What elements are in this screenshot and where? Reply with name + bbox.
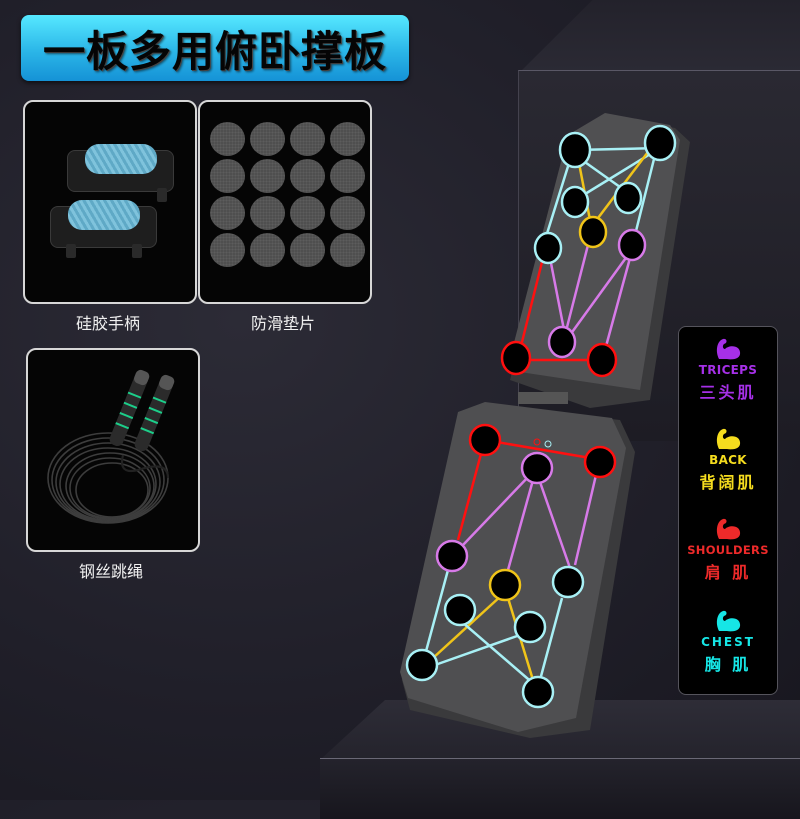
background-step-bevel — [520, 0, 800, 72]
accessory-card-pads — [198, 100, 372, 304]
accessory-card-jump-rope — [26, 348, 200, 552]
accessory-label-pads: 防滑垫片 — [250, 314, 315, 333]
accessory-label-jump-rope: 钢丝跳绳 — [78, 562, 143, 581]
flexed-arm-icon — [716, 610, 741, 632]
legend-item-triceps: TRICEPS 三头肌 — [679, 337, 777, 403]
legend-item-chest: CHEST 胸 肌 — [679, 609, 777, 675]
muscle-legend: TRICEPS 三头肌 BACK 背阔肌 SHOULDERS 肩 肌 CHEST… — [678, 326, 778, 695]
title-banner: 一板多用俯卧撑板 — [21, 15, 409, 81]
flexed-arm-icon — [716, 428, 741, 450]
flexed-arm-icon — [716, 338, 741, 360]
jump-rope-icon — [47, 369, 175, 524]
flexed-arm-icon — [716, 518, 741, 540]
anti-slip-pads-icon — [210, 122, 366, 267]
legend-item-shoulders: SHOULDERS 肩 肌 — [679, 517, 777, 583]
page-title: 一板多用俯卧撑板 — [42, 26, 387, 76]
accessory-card-handles — [23, 100, 197, 304]
pushup-board-lower — [400, 392, 635, 738]
pushup-board-upper — [500, 113, 690, 408]
background-step-lower — [320, 758, 800, 819]
legend-item-back: BACK 背阔肌 — [679, 427, 777, 493]
accessory-label-handles: 硅胶手柄 — [75, 314, 140, 333]
